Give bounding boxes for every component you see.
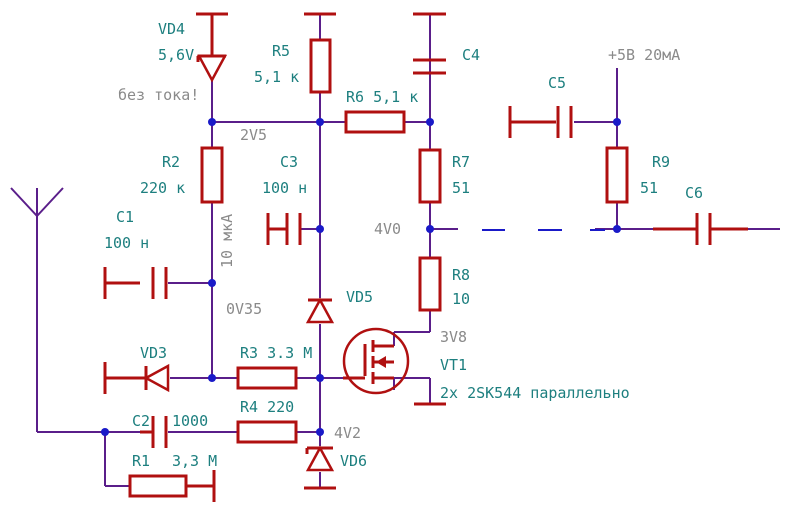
r8-value: 10 [452, 290, 470, 308]
r2-name: R2 [162, 153, 180, 171]
r9-value: 51 [640, 179, 658, 197]
c3-value: 100 н [262, 179, 307, 197]
c1-name: C1 [116, 208, 134, 226]
r1-name: R1 [132, 452, 150, 470]
c6-name: C6 [685, 184, 703, 202]
vd4-name: VD4 [158, 20, 185, 38]
component-labels: VD4 5,6V без тока! R5 5,1 к C4 R6 5,1 к … [104, 20, 703, 470]
c3-capacitor-icon [268, 213, 302, 245]
c6-capacitor-icon [653, 213, 748, 245]
vd6-name: VD6 [340, 452, 367, 470]
c1-value: 100 н [104, 234, 149, 252]
r5-name: R5 [272, 42, 290, 60]
junction-dots [101, 118, 621, 436]
vd3-diode-icon [105, 363, 170, 393]
supply-label: +5В 20мА [608, 46, 680, 64]
r4-label: R4 220 [240, 398, 294, 416]
r1-value: 3,3 М [172, 452, 217, 470]
c5-name: C5 [548, 74, 566, 92]
net-0v35: 0V35 [226, 300, 262, 318]
c1-capacitor-icon [105, 267, 168, 299]
antenna-icon [10, 187, 64, 217]
c5-capacitor-icon [510, 106, 573, 138]
net-4v2: 4V2 [334, 424, 361, 442]
net-2v5: 2V5 [240, 126, 267, 144]
vd5-name: VD5 [346, 288, 373, 306]
c4-name: C4 [462, 46, 480, 64]
r6-label: R6 5,1 к [346, 88, 418, 106]
c3-name: C3 [280, 153, 298, 171]
vt1-name: VT1 [440, 356, 467, 374]
vt1-value: 2x 2SK544 параллельно [440, 384, 630, 402]
net-4v0: 4V0 [374, 220, 401, 238]
c4-capacitor-icon [413, 58, 446, 75]
r6-resistor-icon [344, 110, 406, 134]
vt1-mosfet-icon [342, 327, 410, 395]
net-3v8: 3V8 [440, 328, 467, 346]
vd4-value: 5,6V [158, 46, 194, 64]
r2-value: 220 к [140, 179, 185, 197]
vd6-zener-icon [305, 445, 335, 472]
r7-resistor-icon [418, 148, 442, 204]
r8-resistor-icon [418, 256, 442, 312]
vd3-name: VD3 [140, 344, 167, 362]
r9-name: R9 [652, 153, 670, 171]
r5-value: 5,1 к [254, 68, 299, 86]
net-labels: +5В 20мА 2V5 4V0 10 мкА 0V35 3V8 4V2 [218, 46, 680, 442]
r2-resistor-icon [200, 146, 224, 204]
net-current: 10 мкА [218, 214, 236, 268]
c2-value: 1000 [172, 412, 208, 430]
c2-capacitor-icon [140, 416, 168, 448]
vd5-diode-icon [305, 297, 335, 324]
r3-label: R3 3.3 М [240, 344, 312, 362]
r9-resistor-icon [605, 146, 629, 204]
r8-name: R8 [452, 266, 470, 284]
vd4-note: без тока! [118, 86, 199, 104]
r1-resistor-icon [128, 474, 188, 498]
r5-resistor-icon [309, 38, 332, 94]
r7-value: 51 [452, 179, 470, 197]
r7-name: R7 [452, 153, 470, 171]
c2-name: C2 [132, 412, 150, 430]
r3-resistor-icon [236, 366, 298, 390]
r4-resistor-icon [236, 420, 298, 444]
vd4-zener-icon [196, 14, 228, 83]
